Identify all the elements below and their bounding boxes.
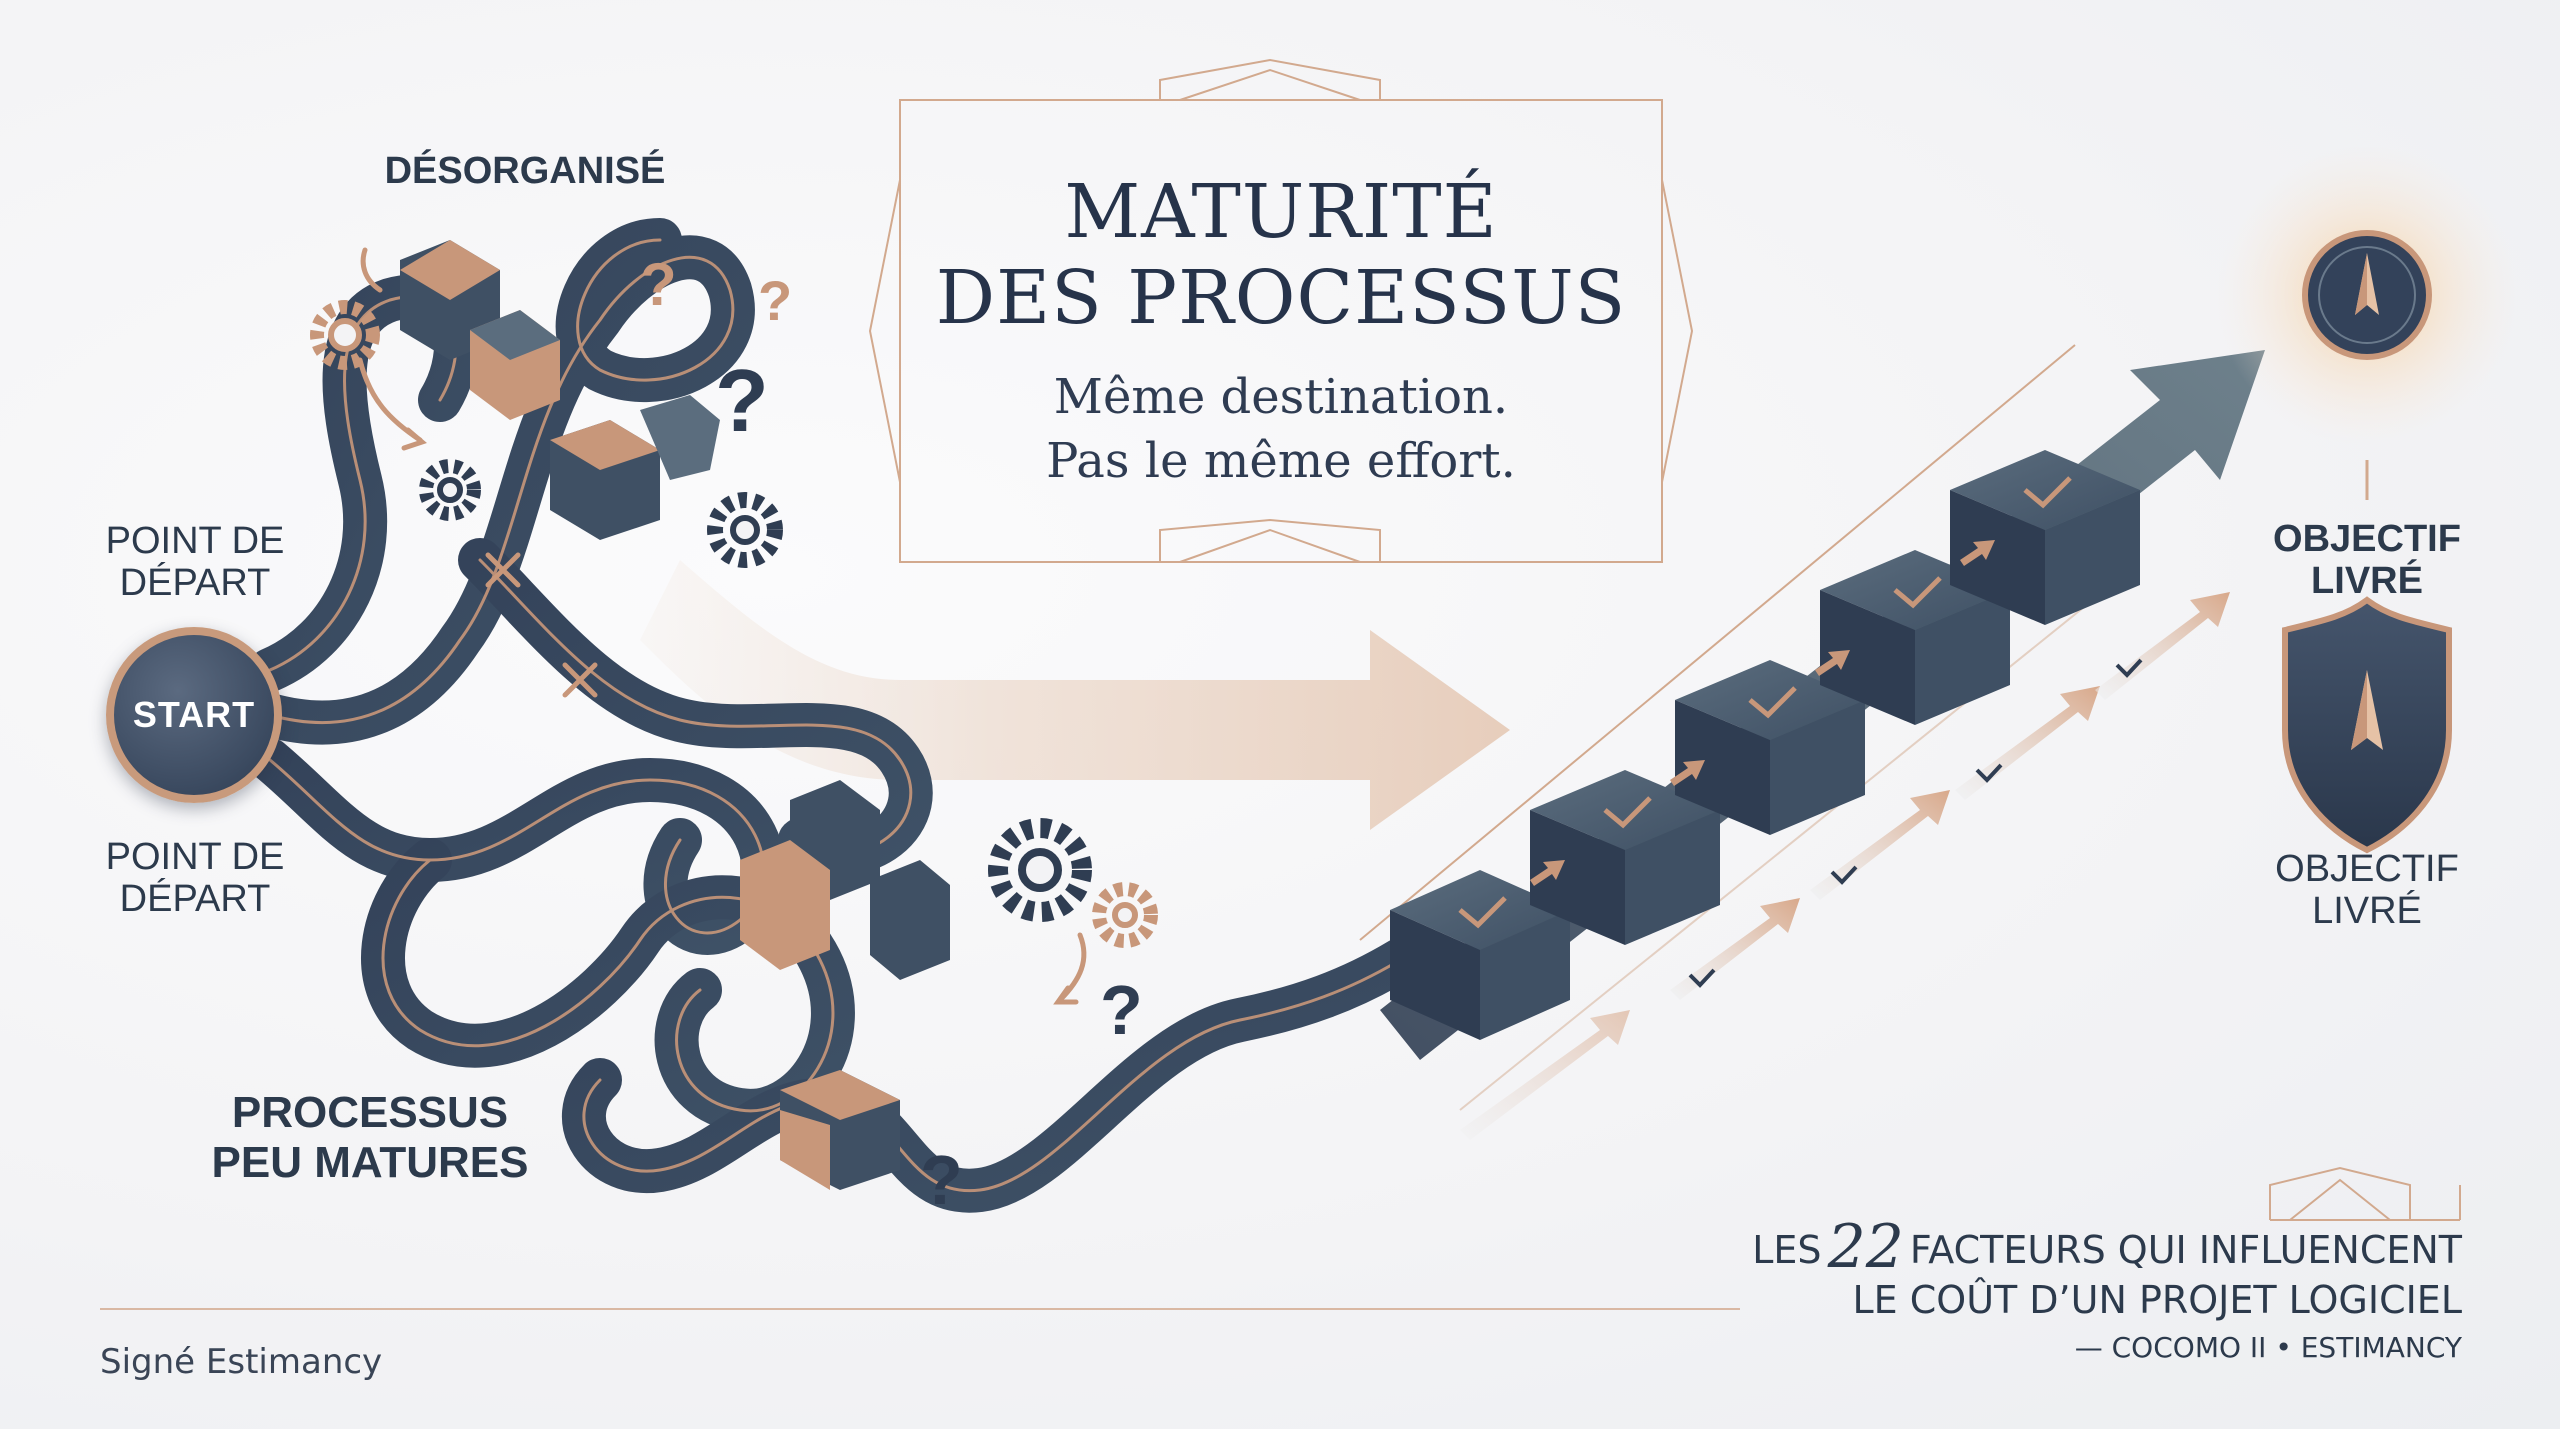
check-icon [1893, 576, 1942, 609]
broken-block-icon [780, 1070, 900, 1190]
question-mark: ? [1100, 971, 1143, 1049]
goal-top-line1: OBJECTIF [2273, 518, 2461, 560]
step-block [1390, 870, 1570, 1040]
question-mark: ? [640, 251, 677, 318]
reference-number: 22 [1827, 1212, 1904, 1282]
cross-icon [485, 552, 521, 588]
goal-top-label: OBJECTIF LIVRÉ [2250, 518, 2484, 602]
start-bottom-label: POINT DE DÉPART [80, 836, 310, 920]
start-badge: START [106, 627, 282, 803]
gear-icon [419, 459, 481, 521]
goal-bottom-label: OBJECTIF LIVRÉ [2250, 848, 2484, 932]
reference-line2: LE COÛT D’UN PROJET LOGICIEL [1852, 1278, 2462, 1322]
immature-process-label: PROCESSUS PEU MATURES [190, 1088, 550, 1188]
immature-line1: PROCESSUS [231, 1088, 509, 1137]
page-title-line2: DES PROCESSUS [935, 255, 1627, 341]
start-bottom-line2: DÉPART [119, 878, 271, 920]
reference-line3: — COCOMO II • ESTIMANCY [2074, 1331, 2462, 1364]
start-badge-text: START [132, 694, 256, 735]
lower-arrows [1460, 592, 2230, 1140]
step-blocks [1390, 450, 2140, 1040]
goal-bottom-line2: LIVRÉ [2312, 890, 2422, 932]
reference-suffix: FACTEURS QUI INFLUENCENT [1909, 1228, 2462, 1272]
broken-block-icon [740, 780, 950, 980]
cross-icon [562, 662, 598, 698]
question-mark: ? [758, 269, 793, 332]
check-icon [1603, 796, 1652, 829]
question-mark: ? [1138, 980, 1139, 981]
shield-icon [2282, 596, 2452, 854]
immature-line2: PEU MATURES [211, 1138, 529, 1187]
check-icon [2023, 476, 2072, 509]
broken-block-icon [550, 395, 720, 540]
gear-icon [310, 300, 380, 370]
check-icon [1458, 896, 1507, 929]
subtitle-line2: Pas le même effort. [1046, 433, 1516, 489]
curved-arrow-icon [357, 247, 1087, 1005]
signature: Signé Estimancy [100, 1342, 383, 1382]
check-icon [1975, 763, 2003, 783]
question-mark: ? [715, 351, 769, 450]
page-title-line1: MATURITÉ [1064, 169, 1498, 255]
goal-bottom-line1: OBJECTIF [2275, 848, 2459, 890]
ref-decoration [2269, 1166, 2461, 1221]
check-icon [1748, 686, 1797, 719]
gear-icon [707, 492, 783, 568]
step-block [1530, 770, 1720, 945]
goal-top-line2: LIVRÉ [2311, 560, 2423, 602]
guide-lines [1359, 344, 2131, 1111]
start-top-label: POINT DE DÉPART [80, 520, 310, 604]
small-step-arrows [1530, 540, 1995, 886]
step-block [1675, 660, 1865, 835]
broken-block-icon [400, 240, 560, 420]
reference-prefix: LES [1752, 1228, 1822, 1272]
start-top-line2: DÉPART [119, 562, 271, 604]
gear-icon [988, 818, 1092, 922]
gear-icon [1092, 882, 1158, 948]
title-card: MATURITÉ DES PROCESSUS Même destination.… [900, 100, 1662, 562]
question-mark: ? [920, 1141, 963, 1219]
start-bottom-line1: POINT DE [105, 836, 285, 878]
transition-arrow [640, 560, 1510, 830]
step-block [1950, 450, 2140, 625]
title-frame [868, 58, 1694, 563]
start-top-line1: POINT DE [105, 520, 285, 562]
disorganized-label: DÉSORGANISÉ [384, 150, 666, 192]
subtitle-line1: Même destination. [1053, 369, 1509, 425]
compass-star-icon [2302, 230, 2432, 360]
check-icon [1688, 968, 1716, 988]
check-icon [1830, 865, 1858, 885]
check-icon [2115, 658, 2143, 678]
footer-divider [100, 1308, 1740, 1310]
